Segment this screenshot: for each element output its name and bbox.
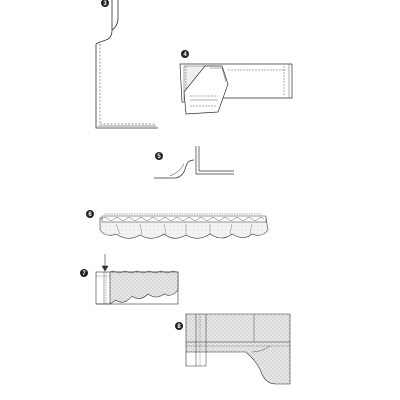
step-5-badge: 5 xyxy=(155,152,163,160)
step-7-badge: 7 xyxy=(80,269,88,277)
svg-text:4: 4 xyxy=(183,52,187,58)
step-6-badge: 6 xyxy=(86,210,94,218)
svg-text:7: 7 xyxy=(82,271,86,277)
step-7-illustration xyxy=(95,254,179,305)
step-4-badge: 4 xyxy=(181,50,189,58)
svg-text:8: 8 xyxy=(177,324,181,330)
svg-text:5: 5 xyxy=(157,154,161,160)
step-8-illustration xyxy=(185,313,291,385)
step-8-badge: 8 xyxy=(175,322,183,330)
svg-text:6: 6 xyxy=(88,212,92,218)
step-4-illustration xyxy=(179,63,293,115)
step-5-illustration xyxy=(154,146,234,179)
step-3-badge: 3 xyxy=(101,0,109,7)
step-6-illustration xyxy=(99,213,269,239)
step-3-illustration xyxy=(95,0,158,129)
svg-text:3: 3 xyxy=(103,1,107,7)
